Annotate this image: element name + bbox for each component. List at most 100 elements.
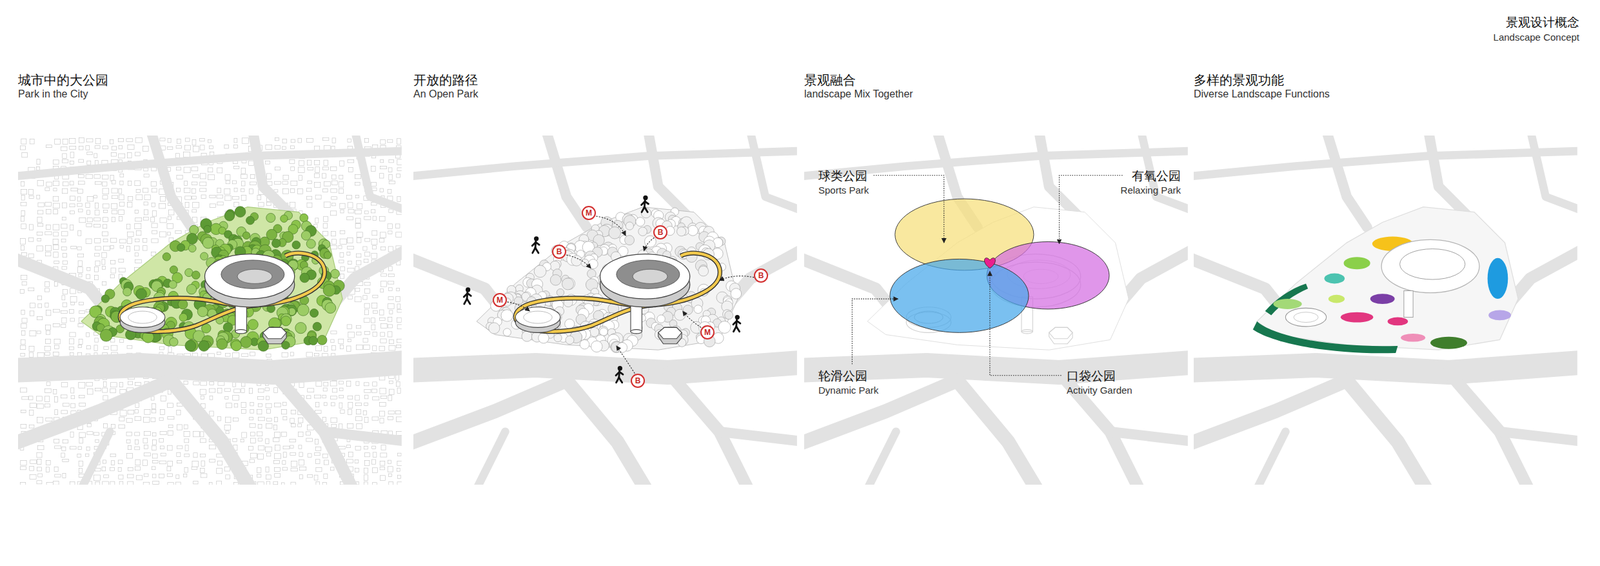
city-block [315,438,319,444]
city-block [225,474,230,479]
city-block [29,330,37,336]
city-block [306,138,314,143]
city-block [151,466,156,470]
tree [99,328,113,342]
city-block [346,381,351,387]
city-block [45,309,51,315]
city-block [379,188,384,192]
city-block [36,167,40,171]
city-block [273,437,280,442]
city-block [70,296,77,302]
city-block [183,473,188,477]
city-block [69,308,75,313]
city-block [87,151,93,155]
city-block [389,380,394,384]
city-block [127,152,132,158]
city-block [54,445,62,449]
city-block [371,166,376,172]
city-block [257,445,265,450]
tree [191,270,200,280]
road [413,361,798,373]
city-block [110,382,118,387]
city-block [110,274,115,278]
city-block [143,174,149,177]
city-block [111,217,115,222]
city-block [183,424,188,429]
city-block [266,417,272,421]
city-block [299,466,307,471]
city-block [315,446,321,451]
city-block [281,482,285,485]
city-block [79,437,84,444]
city-block [77,246,82,250]
city-block [168,346,172,353]
city-block [159,138,166,141]
city-block [46,181,52,187]
city-block [397,387,401,393]
city-block [37,237,42,241]
city-block [224,144,229,149]
city-block [266,423,273,428]
city-block [365,210,369,214]
city-block [20,353,25,356]
city-block [134,180,141,186]
city-block [29,224,34,230]
city-block [134,210,139,214]
city-block [60,310,68,313]
city-block [257,416,265,421]
city-block [143,216,149,220]
city-block [250,432,255,436]
city-block [142,245,148,251]
city-block [52,323,60,327]
city-block [356,203,363,209]
city-block [200,395,204,399]
city-block [339,188,344,194]
city-block [95,439,99,442]
city-block [232,437,237,442]
city-block [257,388,264,393]
hex-building [263,326,287,344]
city-block [143,444,148,449]
city-block [250,174,255,179]
city-block [192,181,198,185]
city-block [160,452,166,456]
city-block [274,460,280,464]
city-block [151,238,159,243]
city-block [340,409,345,414]
city-block [37,295,42,300]
tree [198,340,210,352]
city-block [306,437,313,442]
city-block [379,309,384,315]
city-block [274,145,280,149]
city-block [232,381,237,387]
city-block [70,224,74,230]
city-block [199,438,206,443]
city-block [397,460,402,465]
city-block [283,415,287,420]
city-block [176,167,181,171]
city-block [289,159,295,164]
city-block [85,145,90,151]
city-block [371,459,376,464]
city-block [306,159,311,166]
city-block [21,195,25,200]
city-block [69,446,77,449]
city-block [159,417,164,420]
city-block [396,317,402,322]
city-block [69,338,75,344]
city-block [54,396,58,403]
city-block [87,217,93,222]
city-block [78,174,84,178]
city-block [297,423,302,427]
city-block [298,444,302,449]
city-block [53,188,57,191]
city-block [29,310,35,316]
city-block [193,146,200,153]
city-block [119,381,123,387]
city-block [379,237,385,242]
city-block [346,252,351,256]
city-block [372,345,377,351]
city-block [70,301,75,305]
city-block [322,173,327,178]
tree [280,214,289,223]
